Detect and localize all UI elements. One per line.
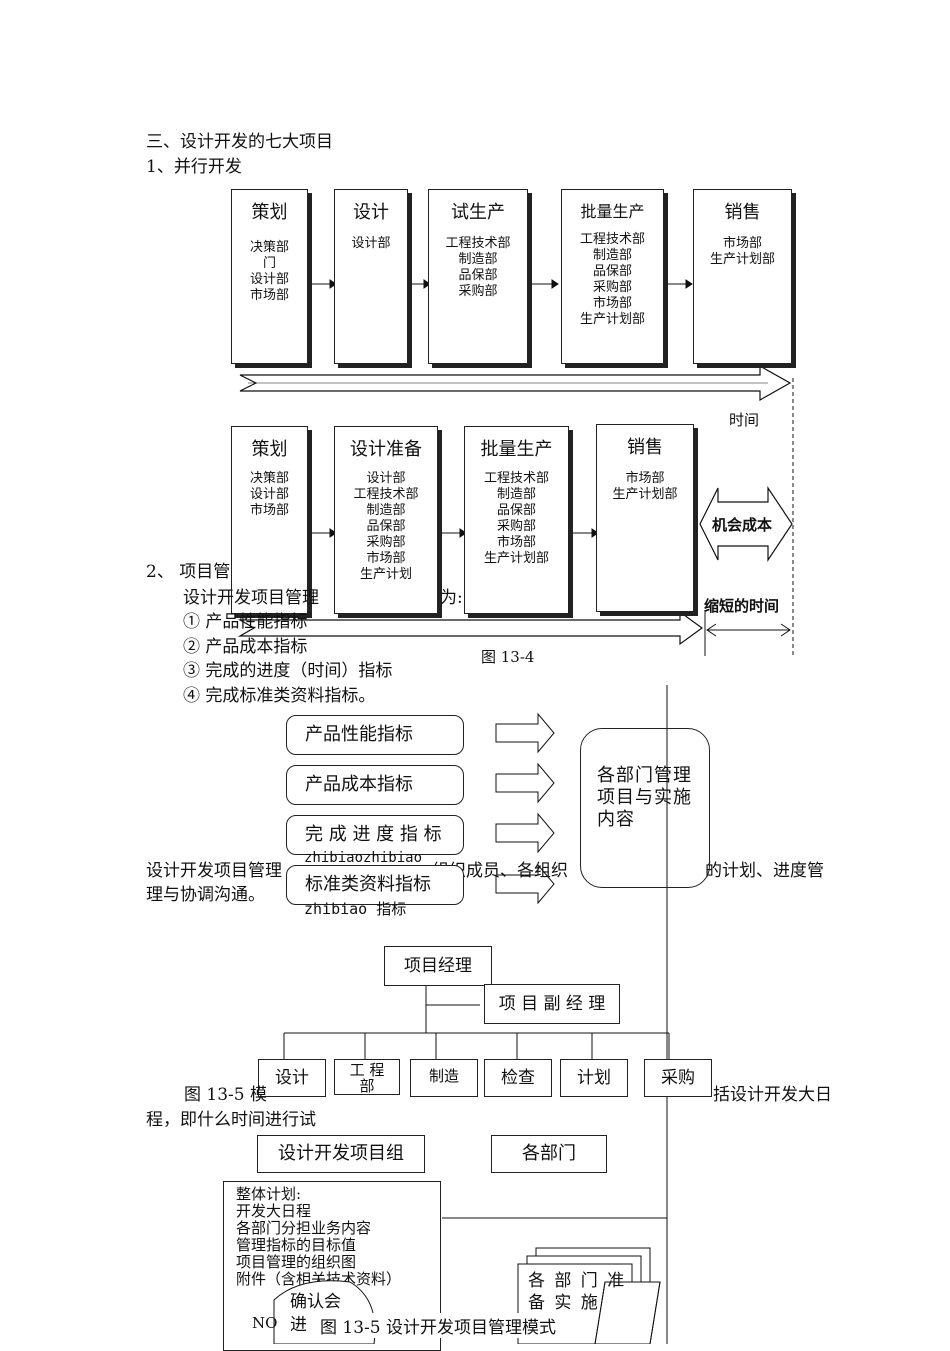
indicator-pill-performance: 产品性能指标: [286, 715, 464, 755]
section-heading: 三、设计开发的七大项目: [146, 132, 333, 152]
org-deputy-manager: 项 目 副 经 理: [484, 984, 620, 1024]
parallel-box-mass: 批量生产 工程技术部 制造部 品保部 采购部 市场部 生产计划部: [464, 426, 569, 614]
paragraph-1-tail: 的计划、进度管: [705, 861, 824, 881]
pill-overlay-text: zhibiaozhibiao: [304, 850, 423, 866]
stage-title: 销售: [724, 202, 761, 223]
indicator-pill-cost: 产品成本指标: [286, 765, 464, 805]
stage-title: 策划: [251, 202, 288, 223]
stage-box-design: 设计 设计部: [334, 189, 408, 364]
item2-intro: 设计开发项目管理: [183, 588, 319, 608]
indicator-4: ④ 完成标准类资料指标。: [183, 686, 376, 706]
stage-depts: 市场部 生产计划部: [709, 236, 775, 267]
item2-intro-tail: 为:: [440, 588, 463, 608]
confirm-box: 确认会 进: [290, 1292, 341, 1335]
stage-box-mass: 批量生产 工程技术部 制造部 品保部 采购部 市场部 生产计划部: [561, 189, 664, 364]
shortened-time-label: 缩短的时间: [704, 597, 780, 615]
stage-depts: 工程技术部 制造部 品保部 采购部 市场部 生产计划部: [579, 232, 645, 327]
stage-depts: 工程技术部 制造部 品保部 采购部 市场部 生产计划部: [483, 471, 549, 566]
stage-box-plan: 策划 决策部 门 设计部 市场部: [231, 189, 308, 364]
no-label: NO: [252, 1314, 278, 1332]
paragraph-2-end: 括设计开发大日: [713, 1085, 832, 1105]
org-dept-design: 设计: [258, 1059, 326, 1097]
departments-label: 各部门: [491, 1135, 607, 1173]
stage-title: 试生产: [451, 202, 505, 223]
stage-depts: 决策部 门 设计部 市场部: [249, 240, 289, 303]
project-group-label: 设计开发项目组: [257, 1135, 425, 1173]
overall-plan-line: 各部门分担业务内容: [236, 1219, 372, 1237]
indicator-2: ② 产品成本指标: [183, 637, 308, 657]
stage-box-trial: 试生产 工程技术部 制造部 品保部 采购部: [428, 189, 528, 364]
stage-title: 策划: [251, 439, 288, 460]
paragraph-1-line2: 理与协调沟通。: [146, 885, 265, 905]
stage-depts: 设计部 工程技术部 制造部 品保部 采购部 市场部 生产计划: [353, 471, 419, 582]
stage-title: 设计: [353, 202, 389, 223]
opportunity-cost-label: 机会成本: [712, 516, 773, 534]
indicator-pill-standards: 标准类资料指标: [286, 865, 464, 905]
stage-title: 销售: [627, 437, 663, 458]
org-dept-purchasing: 采购: [644, 1059, 712, 1097]
parallel-box-sales: 销售 市场部 生产计划部: [596, 424, 694, 612]
org-project-manager: 项目经理: [384, 946, 492, 986]
stage-depts: 市场部 生产计划部: [612, 471, 678, 502]
item1-heading: 1、并行开发: [146, 157, 242, 177]
indicator-1: ① 产品性能指标: [183, 612, 308, 632]
overall-plan-line: 附件（含相关技术资料）: [236, 1270, 402, 1288]
indicator-pill-progress: 完 成 进 度 指 标: [286, 815, 464, 855]
org-dept-engineering: 工 程 部: [334, 1059, 400, 1095]
stage-title: 设计准备: [350, 439, 422, 460]
stage-title: 批量生产: [580, 202, 645, 221]
overall-plan-line: 项目管理的组织图: [236, 1253, 357, 1271]
item2-heading: 2、 项目管: [146, 562, 231, 582]
stage-depts: 工程技术部 制造部 品保部 采购部: [445, 236, 511, 299]
stage-title: 批量生产: [480, 439, 553, 460]
parallel-box-plan: 策划 决策部 设计部 市场部: [231, 426, 308, 614]
figure-13-4-caption: 图 13-4: [481, 648, 535, 666]
paragraph-1: 设计开发项目管理: [146, 861, 282, 881]
stage-depts: 决策部 设计部 市场部: [249, 471, 289, 518]
department-management-box: 各部门管理项目与实施内容: [580, 728, 710, 888]
org-dept-inspection: 检查: [484, 1059, 552, 1097]
figure-13-5-caption: 图 13-5 设计开发项目管理模式: [320, 1313, 556, 1338]
indicator-3: ③ 完成的进度（时间）指标: [183, 661, 393, 681]
paragraph-2-line2: 程，即什么时间进行试: [146, 1110, 316, 1130]
paragraph-1-mid: 组织成员、各组织: [432, 861, 568, 881]
org-dept-planning: 计划: [560, 1059, 628, 1097]
overall-plan-line: 整体计划:: [236, 1185, 302, 1203]
pill-overlay-text-2: zhibiao 指标: [304, 900, 407, 918]
org-dept-manufacturing: 制造: [410, 1059, 478, 1097]
parallel-box-design-prep: 设计准备 设计部 工程技术部 制造部 品保部 采购部 市场部 生产计划: [334, 426, 438, 614]
paragraph-2-start: 图 13-5 模: [184, 1085, 267, 1105]
overall-plan-line: 开发大日程: [236, 1202, 312, 1220]
dept-plan-stack: 各 部 门 准 备 实 施: [528, 1271, 627, 1313]
stage-depts: 设计部: [351, 236, 391, 251]
stage-box-sales: 销售 市场部 生产计划部: [693, 189, 792, 364]
overall-plan-line: 管理指标的目标值: [236, 1236, 357, 1254]
time-label: 时间: [729, 411, 760, 429]
